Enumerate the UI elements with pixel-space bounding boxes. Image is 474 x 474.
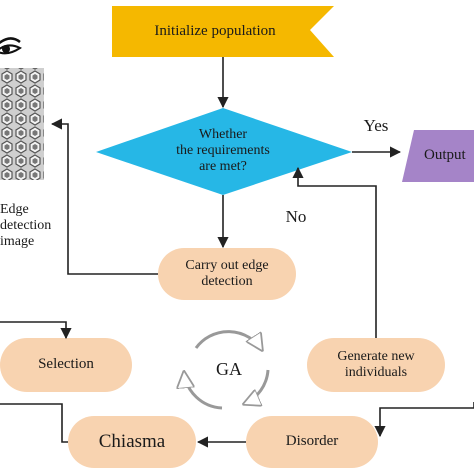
arrow-generate-to-decision: [292, 166, 377, 338]
decision-node-label: Whether the requirements are met?: [176, 126, 270, 175]
no-label: No: [285, 207, 307, 227]
arrow-chiasma-to-selection: [0, 403, 68, 443]
disorder-node-shape: [246, 416, 378, 468]
arrow-to-disorder: [374, 402, 474, 438]
decision-node-shape: [96, 108, 352, 195]
yes-label: Yes: [363, 116, 389, 136]
disorder-node-label: Disorder: [285, 433, 339, 450]
start-node-shape: [112, 6, 334, 57]
edge-detection-image: [0, 68, 44, 180]
ga-cycle-icon: [184, 330, 270, 410]
generate-node-label: Generate new individuals: [337, 348, 415, 380]
connectors: [0, 57, 474, 448]
generate-node-shape: [307, 338, 445, 392]
arrow-edge-to-image: [50, 118, 158, 275]
start-node-label: Initialize population: [154, 22, 276, 39]
edge-detection-node-label: Carry out edge detection: [185, 257, 269, 289]
edge-detection-node-shape: [158, 248, 296, 300]
ga-label: GA: [216, 358, 242, 379]
selection-node-shape: [0, 338, 132, 392]
chiasma-node-shape: [68, 416, 196, 468]
eye-icon: [0, 37, 22, 55]
chiasma-node-label: Chiasma: [98, 431, 166, 453]
output-node-label: Output: [424, 147, 466, 164]
arrow-selection-loop: [0, 321, 72, 340]
output-node-shape: [402, 130, 474, 182]
edge-detection-image-caption: Edge detection image: [0, 201, 52, 250]
selection-node-label: Selection: [38, 356, 94, 373]
